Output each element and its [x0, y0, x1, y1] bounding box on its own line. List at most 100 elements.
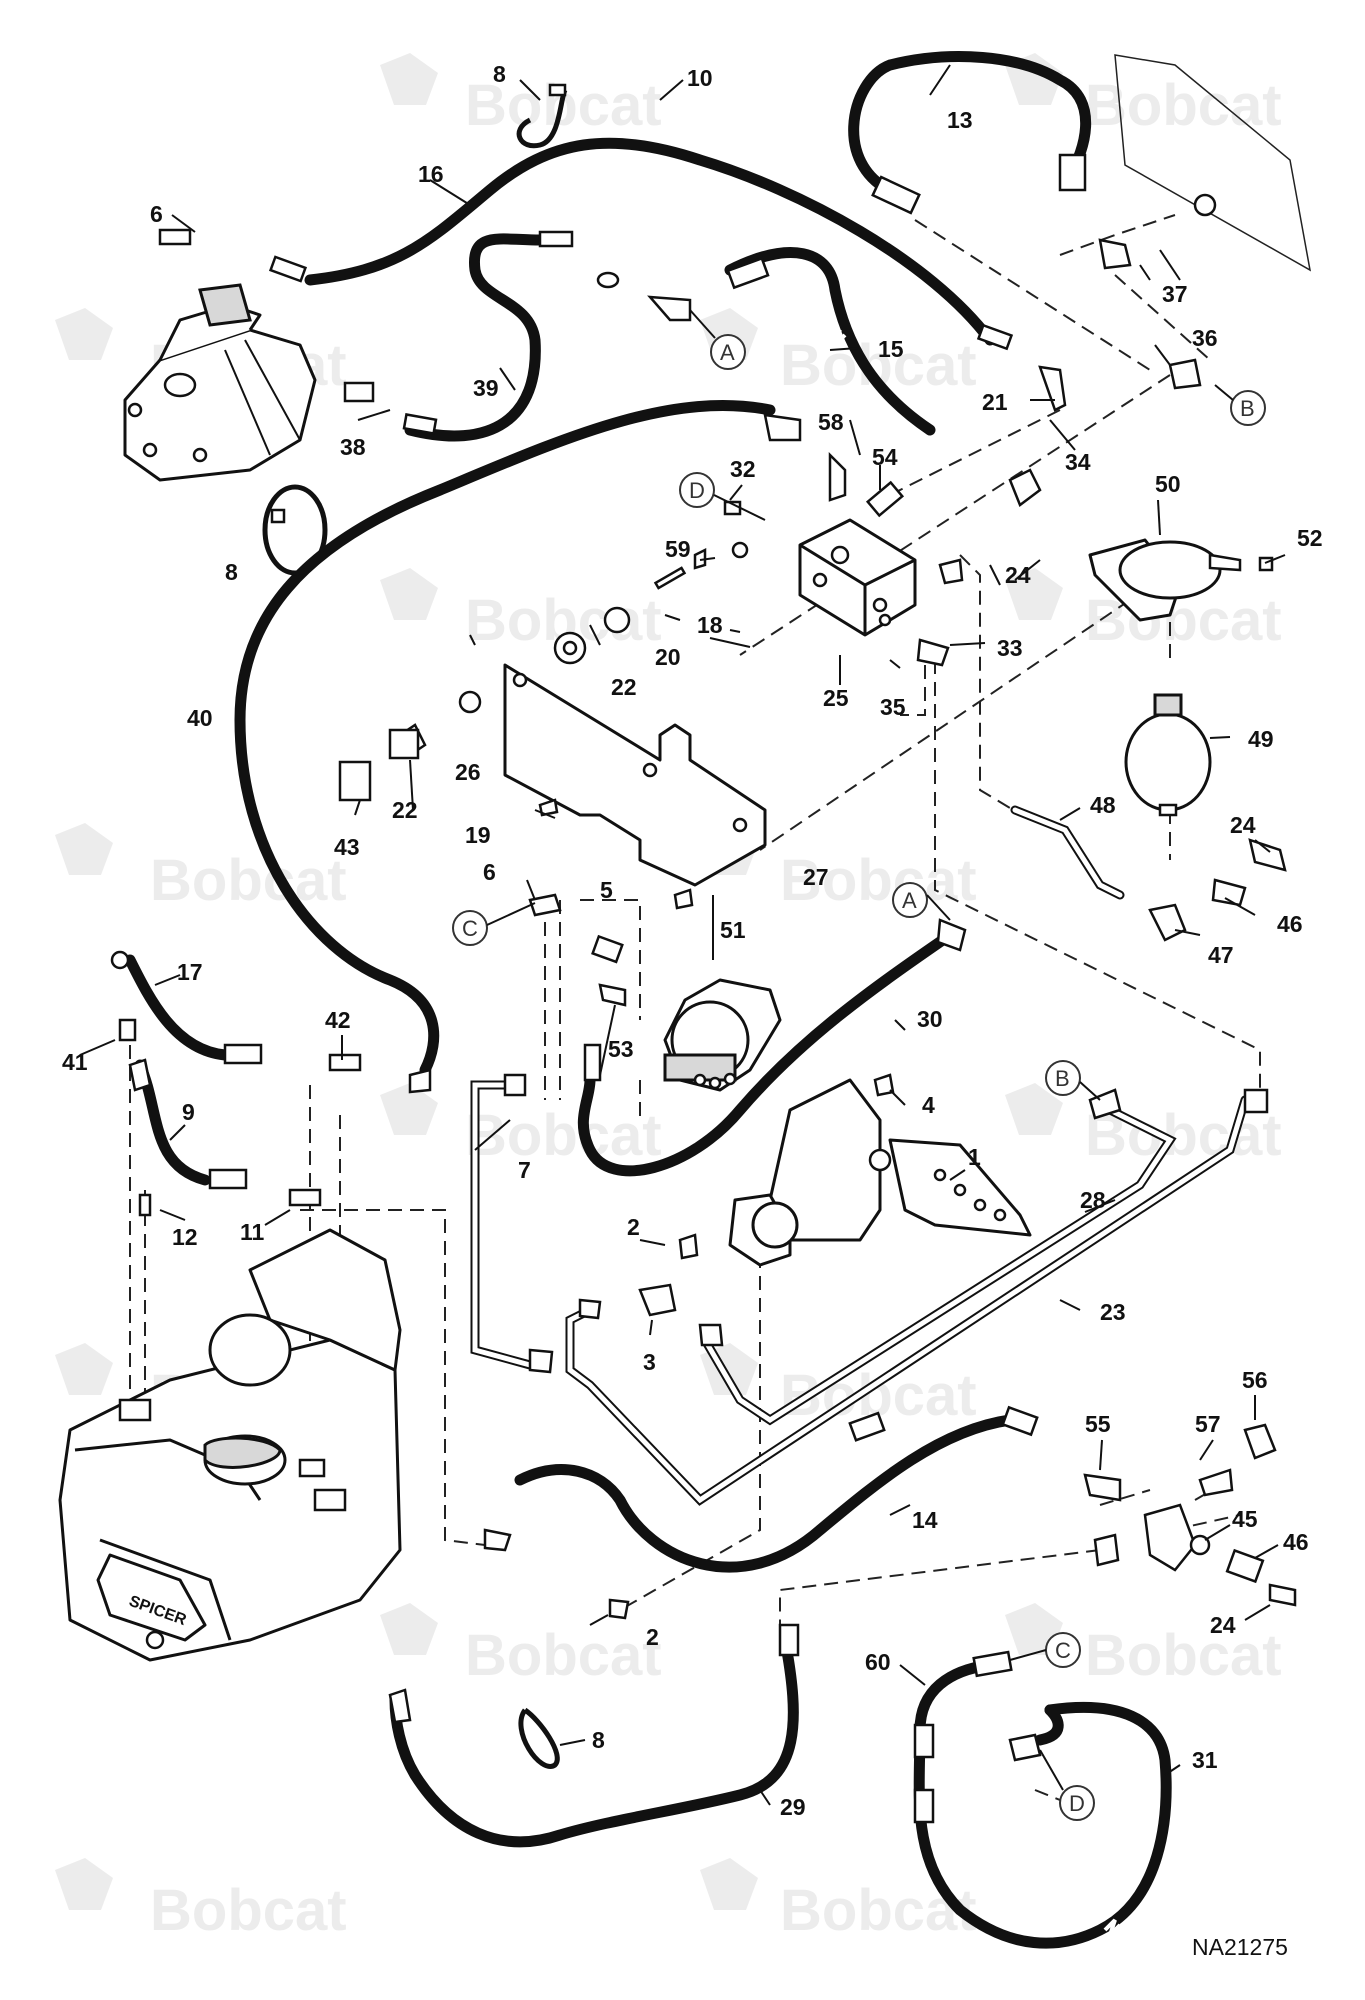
svg-text:Bobcat: Bobcat [1085, 1623, 1282, 1688]
callout-21: 21 [982, 389, 1008, 415]
hose-29 [389, 1634, 799, 1848]
hydraulic-pump [123, 283, 317, 482]
callout-35: 35 [880, 694, 906, 720]
callout-16: 16 [418, 161, 444, 187]
callout-43: 43 [334, 834, 360, 860]
watermark-2: Bobcat [1005, 53, 1282, 138]
callout-57: 57 [1195, 1411, 1221, 1437]
svg-text:Bobcat: Bobcat [150, 848, 347, 913]
callout-19: 19 [465, 822, 491, 848]
svg-text:B: B [1240, 396, 1255, 421]
callout-37: 37 [1162, 281, 1188, 307]
svg-text:Bobcat: Bobcat [780, 848, 977, 913]
callout-39: 39 [473, 375, 499, 401]
callout-17: 17 [177, 959, 203, 985]
ref-a-mid: A [892, 882, 928, 918]
callout-47: 47 [1208, 942, 1234, 968]
callout-4: 4 [922, 1092, 935, 1118]
hose-16 [304, 137, 996, 346]
hose-31 [1034, 1704, 1064, 1746]
svg-text:D: D [1069, 1791, 1085, 1816]
callouts: 6 8 10 16 13 36 37 15 21 34 39 38 8 58 5… [62, 61, 1323, 1820]
callout-24-top: 24 [1005, 562, 1031, 588]
callout-28: 28 [1080, 1187, 1106, 1213]
callout-38: 38 [340, 434, 366, 460]
callout-32: 32 [730, 456, 756, 482]
brake-valve-assembly [728, 1078, 1032, 1267]
callout-42: 42 [325, 1007, 351, 1033]
mounting-bracket [503, 663, 767, 887]
accumulator [1124, 693, 1212, 817]
hose-13 [848, 51, 1092, 201]
fittings [110, 153, 1297, 1824]
hose-clamp-left [262, 484, 328, 576]
watermark-14: Bobcat [1005, 1603, 1282, 1688]
callout-1: 1 [968, 1144, 981, 1170]
callout-55: 55 [1085, 1411, 1111, 1437]
callout-27: 27 [803, 864, 829, 890]
callout-6-mid: 6 [483, 859, 496, 885]
hoses [124, 51, 1172, 1949]
callout-8-left: 8 [225, 559, 238, 585]
watermark-12: Bobcat [700, 1343, 977, 1428]
accumulator-clamp [1088, 538, 1242, 622]
callout-33: 33 [997, 635, 1023, 661]
callout-30: 30 [917, 1006, 943, 1032]
callout-54: 54 [872, 444, 898, 470]
svg-text:A: A [902, 888, 917, 913]
callout-25: 25 [823, 685, 849, 711]
callout-13: 13 [947, 107, 973, 133]
callout-59: 59 [665, 536, 691, 562]
callout-45: 45 [1232, 1506, 1258, 1532]
callout-60: 60 [865, 1649, 891, 1675]
callout-40: 40 [187, 705, 213, 731]
callout-leaders [79, 64, 1286, 1806]
callout-15: 15 [878, 336, 904, 362]
callout-22-left: 22 [392, 797, 418, 823]
watermark-7: Bobcat [55, 823, 347, 913]
callout-14: 14 [912, 1507, 938, 1533]
callout-56: 56 [1242, 1367, 1268, 1393]
callout-8-bottom: 8 [592, 1727, 605, 1753]
ref-c-mid: C [452, 910, 488, 946]
window-pane [1114, 54, 1312, 272]
callout-11: 11 [240, 1219, 265, 1245]
callout-29: 29 [780, 1794, 806, 1820]
callout-31: 31 [1192, 1747, 1218, 1773]
svg-text:C: C [462, 916, 478, 941]
callout-8-top: 8 [493, 61, 506, 87]
callout-5: 5 [600, 877, 613, 903]
callout-36: 36 [1192, 325, 1218, 351]
callout-49: 49 [1248, 726, 1274, 752]
callout-2-bottom: 2 [646, 1624, 659, 1650]
svg-text:Bobcat: Bobcat [465, 1103, 662, 1168]
hose-30 [577, 929, 956, 1177]
callout-52: 52 [1297, 525, 1323, 551]
callout-2-mid: 2 [627, 1214, 640, 1240]
callout-22-top: 22 [611, 674, 637, 700]
drawing-id: NA21275 [1192, 1934, 1288, 1960]
callout-58: 58 [818, 409, 844, 435]
callout-24-right: 24 [1230, 812, 1256, 838]
svg-text:C: C [1055, 1638, 1071, 1663]
hose-clamp-bottom [518, 1707, 560, 1769]
hose-40 [234, 399, 776, 1076]
ref-c-bottom: C [1045, 1632, 1081, 1668]
callout-23: 23 [1100, 1299, 1126, 1325]
callout-20: 20 [655, 644, 681, 670]
callout-46-top: 46 [1277, 911, 1303, 937]
svg-text:B: B [1055, 1066, 1070, 1091]
ref-d-top: D [679, 472, 715, 508]
svg-text:Bobcat: Bobcat [465, 1623, 662, 1688]
hose-14 [514, 1414, 1016, 1573]
callout-26: 26 [455, 759, 481, 785]
callout-53: 53 [608, 1036, 634, 1062]
reference-markers: A B D C A B C D [452, 334, 1266, 1821]
callout-12: 12 [172, 1224, 198, 1250]
callout-7: 7 [518, 1157, 531, 1183]
fitting-6-top [158, 228, 192, 246]
callout-50: 50 [1155, 471, 1181, 497]
ref-d-bottom: D [1059, 1785, 1095, 1821]
callout-41: 41 [62, 1049, 88, 1075]
